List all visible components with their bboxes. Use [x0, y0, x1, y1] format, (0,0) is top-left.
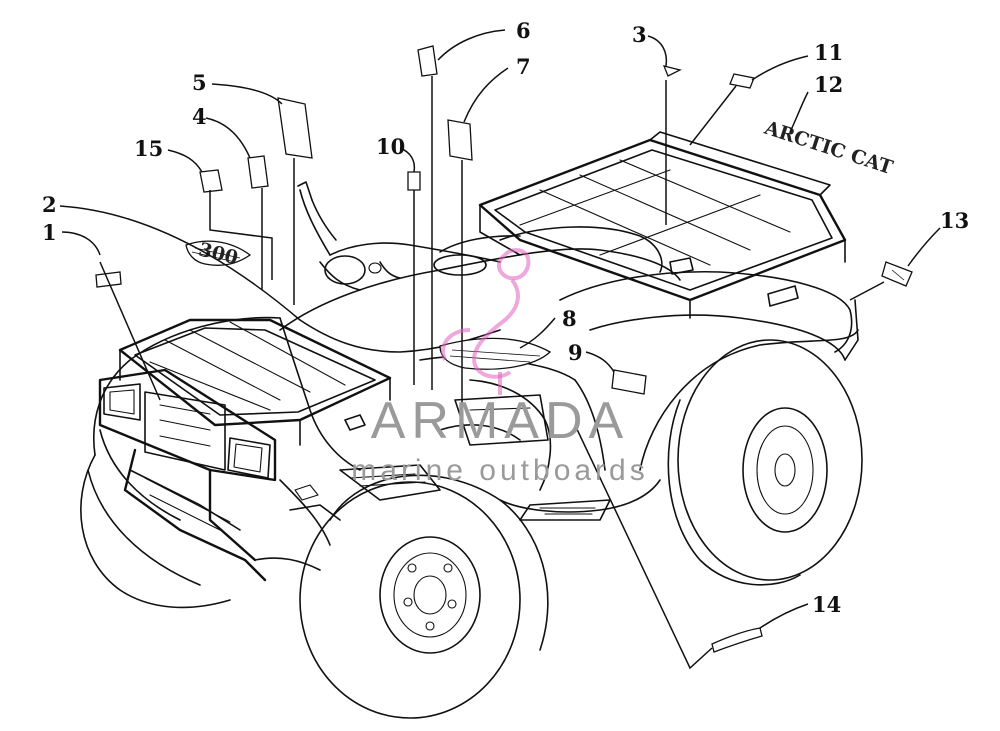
callout-9: 9	[568, 340, 583, 365]
decal-2-lettering: 300	[196, 239, 240, 270]
callout-8: 8	[562, 306, 577, 331]
watermark-brand: ARMADA	[371, 392, 629, 450]
callout-10: 10	[376, 134, 405, 159]
watermark: ARMADA marine outboards	[351, 248, 648, 487]
flamingo-logo-icon	[441, 248, 531, 395]
callout-5: 5	[192, 70, 207, 95]
leader-lines	[59, 29, 941, 670]
callout-15: 15	[134, 136, 163, 161]
callout-12: 12	[814, 72, 843, 97]
decal-3-icon	[662, 65, 682, 77]
front-suspension	[254, 479, 341, 571]
rear-right-tire	[667, 339, 863, 586]
callout-2: 2	[42, 192, 57, 217]
handlebars	[297, 181, 501, 291]
front-right-tire	[299, 474, 549, 719]
decals: ARCTIC CAT 300	[95, 45, 913, 653]
watermark-tagline: marine outboards	[351, 454, 648, 487]
front-rack	[118, 318, 392, 446]
decal-14-icon	[711, 627, 763, 653]
rear-fender	[559, 270, 859, 471]
rear-rack	[478, 131, 847, 319]
decal-9-icon	[611, 369, 647, 395]
decal-4-icon	[247, 155, 269, 189]
front-bumper	[98, 368, 277, 582]
front-left-tire	[80, 454, 231, 609]
decal-10-icon	[407, 171, 421, 191]
callout-14: 14	[812, 592, 841, 617]
callout-11: 11	[814, 40, 843, 65]
atv-illustration	[80, 131, 863, 719]
decal-6-icon	[417, 45, 438, 77]
callout-6: 6	[516, 18, 531, 43]
engine-detail	[339, 394, 549, 501]
callout-1: 1	[42, 220, 57, 245]
decal-5-icon	[277, 97, 313, 159]
callout-4: 4	[192, 104, 207, 129]
decal-7-icon	[447, 119, 473, 161]
decal-15-icon	[199, 169, 223, 193]
callout-3: 3	[632, 22, 647, 47]
decal-11-icon	[729, 73, 755, 89]
callout-13: 13	[940, 208, 969, 233]
callout-7: 7	[516, 54, 531, 79]
callout-labels: 1 2 3 4 5 6 7 8 9 10 11 12 13 14 15	[42, 18, 969, 617]
decal-1-icon	[95, 271, 122, 288]
